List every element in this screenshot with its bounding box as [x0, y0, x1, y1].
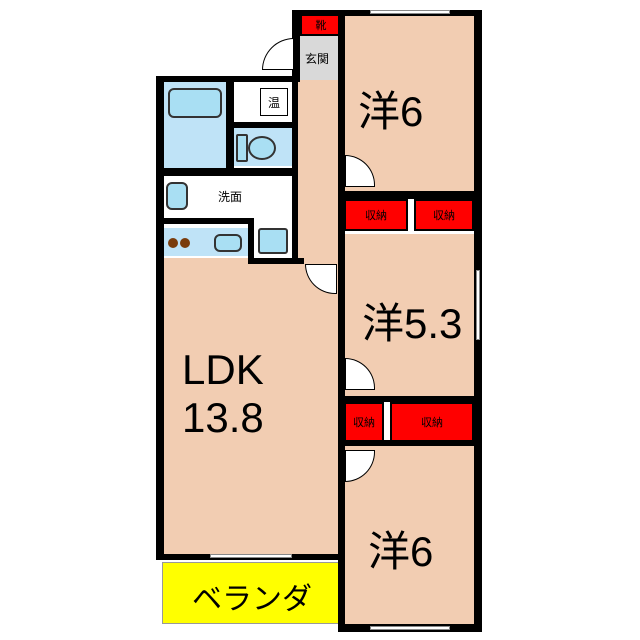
- bedroom-south-floor: [344, 446, 474, 626]
- wall: [164, 168, 292, 176]
- room-size: 6: [410, 528, 434, 575]
- room-type: 洋: [362, 300, 405, 347]
- water-heater-box: 温: [260, 88, 288, 116]
- storage-south-left: 収納: [344, 402, 384, 442]
- kitchen-sink-icon: [214, 234, 242, 252]
- bathtub-icon: [168, 88, 222, 118]
- toilet-tank-icon: [236, 134, 248, 162]
- bedroom-north-label: 洋6: [358, 78, 423, 139]
- veranda-label: ベランダ: [192, 582, 312, 617]
- storage-label: 収納: [353, 416, 375, 429]
- storage-label: 収納: [421, 416, 443, 429]
- wall: [292, 80, 298, 264]
- window: [370, 10, 450, 14]
- corridor-floor: [298, 80, 344, 260]
- shoe-storage-label: 靴: [315, 19, 327, 32]
- bedroom-middle-label: 洋5.3: [362, 290, 462, 351]
- entrance-area: [300, 34, 342, 80]
- wall: [292, 10, 300, 80]
- stove-burner-icon: [180, 238, 190, 248]
- storage-label: 収納: [433, 209, 455, 222]
- entrance-door[interactable]: [262, 38, 294, 70]
- window: [210, 554, 292, 558]
- bedroom-north-floor: [344, 15, 474, 191]
- wall: [156, 76, 164, 560]
- ldk-floor: [162, 258, 344, 558]
- wall: [338, 10, 345, 632]
- water-heater-label: 温: [267, 95, 280, 110]
- toilet-bowl-icon: [248, 136, 276, 160]
- storage-north-right: 収納: [414, 199, 474, 231]
- wall: [234, 122, 292, 128]
- bedroom-south-label: 洋6: [368, 518, 433, 579]
- room-type: 洋: [368, 528, 411, 575]
- washing-machine-icon: [258, 228, 288, 254]
- storage-south-right: 収納: [390, 402, 474, 442]
- wall: [344, 396, 480, 402]
- window: [370, 626, 450, 630]
- wall: [156, 76, 300, 82]
- wall: [164, 218, 254, 224]
- storage-north-left: 収納: [344, 199, 408, 231]
- room-type: 洋: [358, 88, 401, 135]
- ldk-type-label: LDK: [182, 346, 264, 393]
- ldk-size-label: 13.8: [182, 394, 264, 441]
- veranda: [162, 562, 340, 624]
- wall: [248, 258, 304, 264]
- washroom-label: 洗面: [218, 190, 243, 204]
- shoe-storage: 靴: [300, 14, 342, 36]
- wall: [226, 82, 234, 176]
- wall: [344, 440, 480, 446]
- entrance-label: 玄関: [305, 52, 330, 66]
- stove-burner-icon: [168, 238, 178, 248]
- window: [476, 270, 480, 340]
- washbasin-icon: [166, 182, 188, 210]
- wall: [248, 218, 254, 262]
- room-size: 5.3: [404, 300, 463, 347]
- room-size: 6: [400, 88, 424, 135]
- storage-label: 収納: [365, 209, 387, 222]
- wall: [344, 191, 480, 199]
